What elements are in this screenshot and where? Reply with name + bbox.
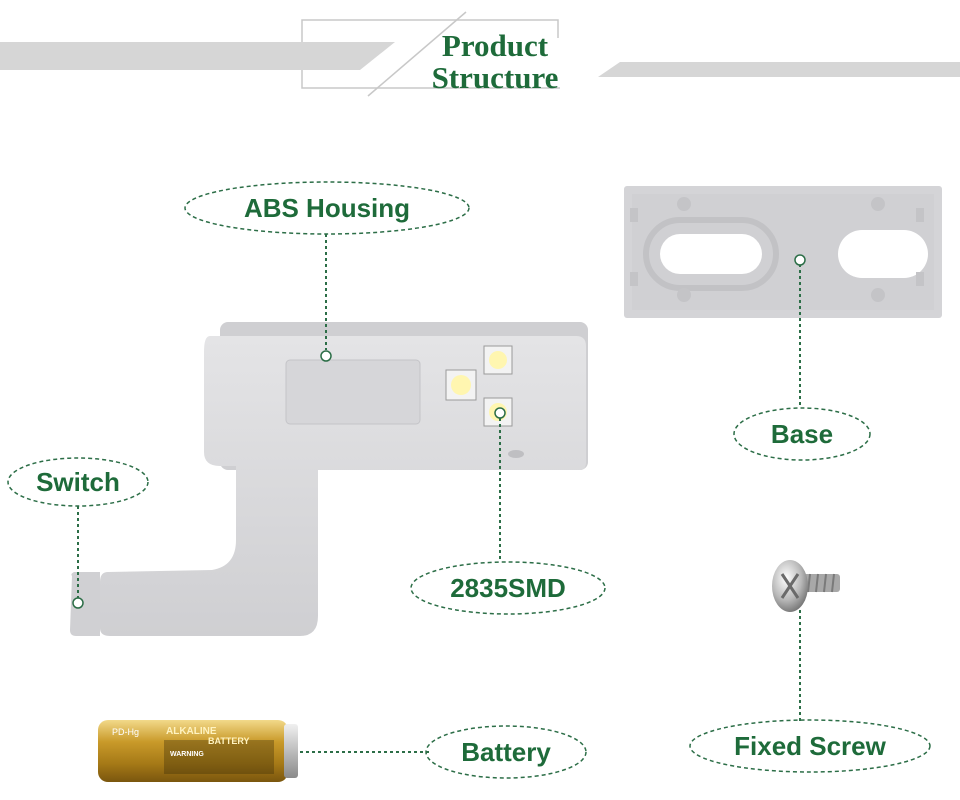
battery-print-line2: BATTERY: [208, 736, 250, 746]
battery-warning-text: WARNING: [170, 751, 204, 758]
led-chips: [445, 345, 513, 427]
battery-model-text: PD-Hg: [112, 727, 139, 737]
callout-dots: [72, 254, 806, 609]
label-ellipses: [7, 181, 931, 779]
fixed-screw: [772, 560, 840, 612]
hinge-light-housing: [70, 322, 588, 636]
battery: [98, 720, 298, 782]
label-switch: Switch: [36, 467, 120, 497]
page-title: Product Structure: [400, 30, 590, 94]
label-base: Base: [770, 419, 834, 449]
title-line-1: Product: [441, 28, 549, 63]
label-abs-housing: ABS Housing: [243, 193, 411, 223]
callout-lines: [77, 234, 801, 753]
title-line-2: Structure: [431, 60, 559, 95]
label-2835smd: 2835SMD: [450, 573, 566, 603]
label-battery: Battery: [461, 737, 551, 767]
label-fixed-screw: Fixed Screw: [734, 731, 886, 761]
battery-print-line1: ALKALINE: [166, 726, 217, 737]
header-banner: [0, 11, 960, 97]
base-plate: [624, 186, 942, 318]
